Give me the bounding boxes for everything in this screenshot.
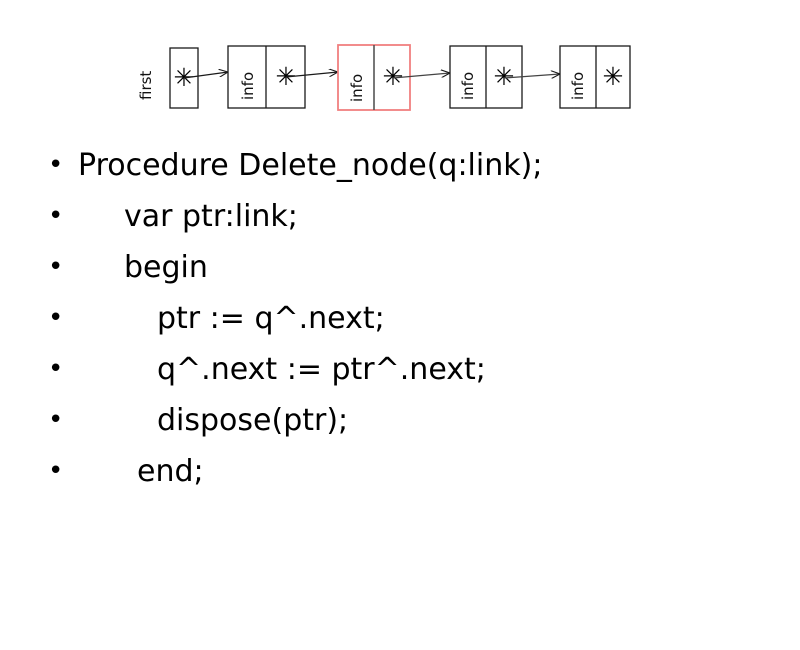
arrow-node1-to-node2 [285, 72, 338, 78]
head-pointer-label: first [137, 71, 155, 100]
node1-info-label: info [239, 72, 257, 100]
arrow-node3-to-node4 [503, 74, 560, 79]
code-line-4: • ptr := q^.next; [0, 293, 800, 344]
code-line-5: • q^.next := ptr^.next; [0, 344, 800, 395]
linked-list-diagram: first ✳ info ✳ info ✳ [0, 0, 800, 140]
bullet-icon: • [48, 252, 64, 282]
code-line-text: q^.next := ptr^.next; [157, 352, 486, 387]
arrow-node2-to-node3 [392, 73, 450, 79]
code-line-1: • Procedure Delete_node(q:link); [0, 140, 800, 191]
bullet-icon: • [48, 303, 64, 333]
code-line-text: begin [124, 250, 208, 285]
arrow-head-to-node1 [183, 72, 228, 79]
list-node-1[interactable]: info ✳ [227, 45, 306, 109]
code-line-text: ptr := q^.next; [157, 301, 385, 336]
code-line-text: var ptr:link; [124, 199, 298, 234]
code-line-2: • var ptr:link; [0, 191, 800, 242]
head-label-text: first [137, 71, 155, 100]
code-line-text: Procedure Delete_node(q:link); [78, 148, 543, 183]
node2-info-label: info [348, 74, 366, 102]
node4-info-label: info [569, 72, 587, 100]
code-line-6: • dispose(ptr); [0, 395, 800, 446]
code-line-7: • end; [0, 446, 800, 497]
code-line-3: • begin [0, 242, 800, 293]
bullet-icon: • [48, 354, 64, 384]
code-line-text: end; [137, 454, 204, 489]
bullet-icon: • [48, 201, 64, 231]
code-line-text: dispose(ptr); [157, 403, 349, 438]
bullet-icon: • [48, 150, 64, 180]
list-node-4-tail[interactable]: info ✳ [559, 45, 631, 109]
node2-pointer-star: ✳ [383, 62, 404, 91]
node4-box [559, 45, 631, 109]
slide-canvas: first ✳ info ✳ info ✳ [0, 0, 800, 497]
pascal-code-bullet-list: • Procedure Delete_node(q:link); • var p… [0, 140, 800, 497]
node3-pointer-star: ✳ [494, 62, 515, 91]
bullet-icon: • [48, 405, 64, 435]
node3-info-label: info [459, 72, 477, 100]
node4-pointer-star: ✳ [603, 62, 624, 91]
bullet-icon: • [48, 456, 64, 486]
